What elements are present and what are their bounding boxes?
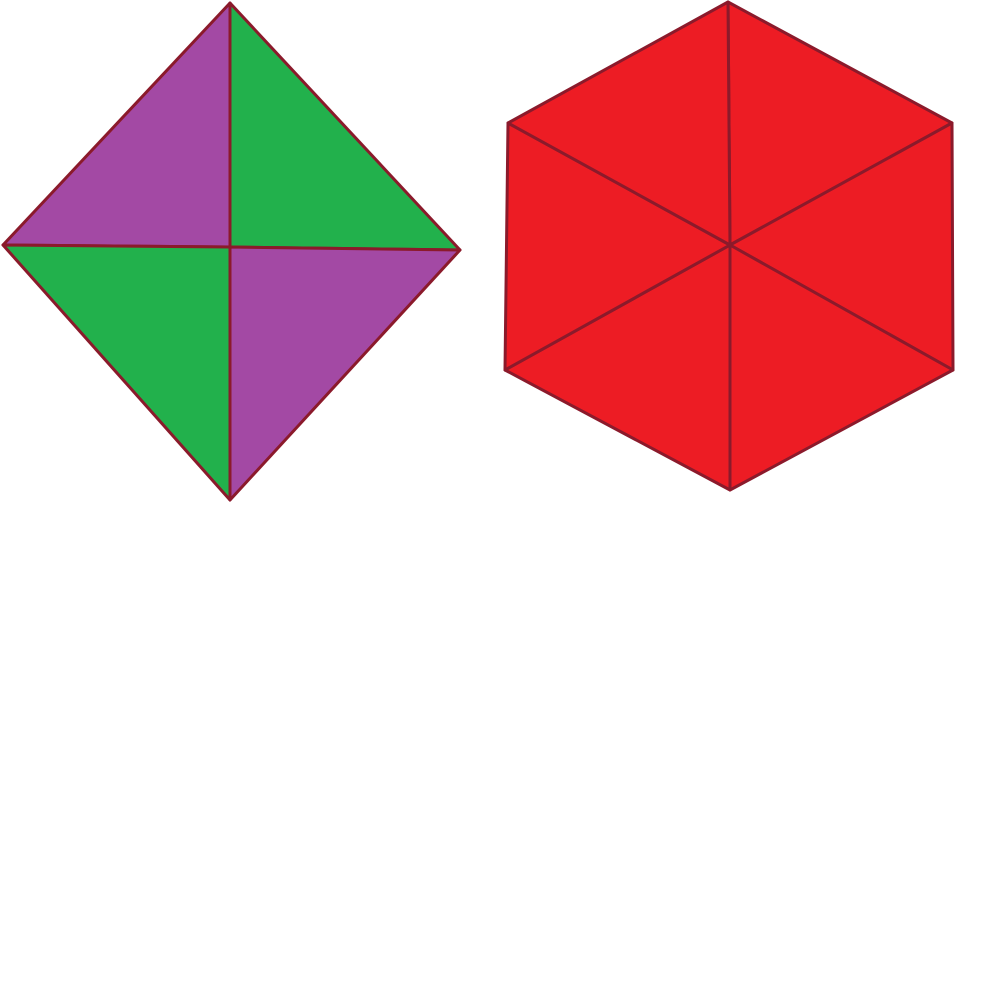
rhombus-shape bbox=[1, 1, 462, 502]
hexagon-triangle bbox=[506, 0, 732, 247]
rhombus-triangle bbox=[1, 243, 232, 502]
rhombus-triangle bbox=[228, 245, 462, 502]
rhombus-triangle bbox=[228, 1, 462, 252]
hexagon-shape bbox=[503, 0, 955, 492]
rhombus-triangle bbox=[1, 1, 232, 249]
